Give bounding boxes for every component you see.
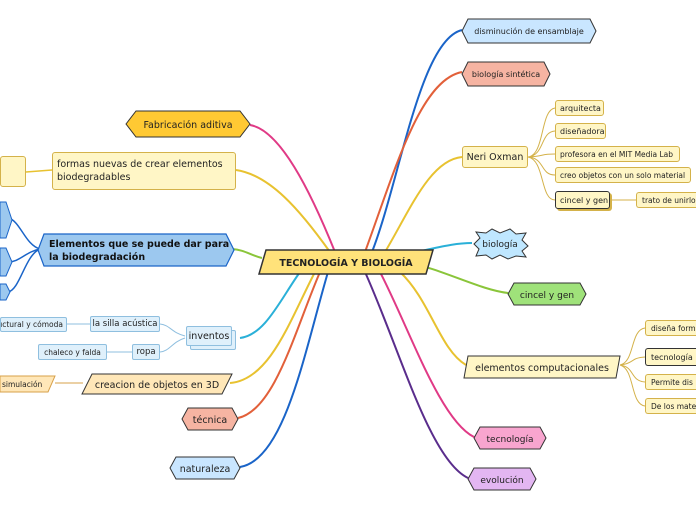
naturaleza-label: naturaleza [180, 464, 231, 475]
link-naturaleza [239, 271, 329, 468]
center-topic[interactable]: TECNOLOGÍA Y BIOLOGÍA [258, 249, 434, 275]
elementos-computacionales-node[interactable]: elementos computacionales [462, 354, 622, 380]
link-elementos [231, 248, 263, 259]
simulacion-label: simulación [2, 380, 43, 389]
biologia-node[interactable]: biología [470, 228, 530, 260]
creacion-objetos-node[interactable]: creacion de objetos en 3D [80, 372, 234, 396]
elementos-biodegradacion-node[interactable]: Elementos que se puede dar para la biode… [36, 232, 236, 268]
ropa-label: ropa [136, 347, 156, 357]
cincel-gen-node[interactable]: cincel y gen [506, 281, 588, 307]
link-ropa [159, 337, 186, 353]
comp-child-3[interactable]: De los mate [645, 398, 696, 414]
link-neri [384, 156, 463, 253]
elementos-children-nodes[interactable] [0, 200, 16, 302]
cincel-child-label: trato de unirlo [642, 195, 696, 205]
fabricacion-aditiva-label: Fabricación aditiva [143, 120, 232, 131]
silla-acustica-node[interactable]: la silla acústica [90, 316, 160, 332]
elementos-line2: la biodegradación [49, 252, 145, 263]
link-evolucion [364, 271, 469, 479]
link-tecnica [237, 271, 321, 419]
creacion-objetos-label: creacion de objetos en 3D [95, 380, 219, 391]
silla-acustica-label: la silla acústica [92, 319, 158, 329]
link-fabricacion [249, 124, 336, 253]
neri-child-4[interactable]: cincel y gen [555, 191, 610, 209]
neri-oxman-node[interactable]: Neri Oxman [462, 146, 528, 168]
neri-child-0[interactable]: arquitecta [555, 100, 604, 116]
link-disminucion [371, 29, 463, 253]
silla-child-label: uctural y cómoda [0, 320, 63, 329]
comp-child-2-label: Permite dis [651, 377, 693, 387]
fabricacion-aditiva-node[interactable]: Fabricación aditiva [122, 108, 254, 140]
evolucion-node[interactable]: evolución [466, 466, 538, 492]
neri-child-0-label: arquitecta [560, 103, 601, 113]
ropa-child-label: chaleco y falda [44, 347, 101, 357]
tecnologia-node[interactable]: tecnología [472, 425, 548, 451]
naturaleza-node[interactable]: naturaleza [168, 455, 242, 481]
tecnica-label: técnica [193, 415, 228, 426]
formas-nuevas-line2: biodegradables [57, 172, 131, 183]
biologia-sintetica-label: biología sintética [472, 69, 540, 79]
comp-child-0[interactable]: diseña form [645, 320, 696, 336]
biologia-sintetica-node[interactable]: biología sintética [460, 60, 552, 88]
disminucion-node[interactable]: disminución de ensamblaje [460, 17, 598, 45]
comp-child-1-label: tecnología [651, 352, 693, 362]
disminucion-label: disminución de ensamblaje [474, 26, 584, 36]
cincel-child-node[interactable]: trato de unirlo [636, 192, 696, 208]
link-tecnologia [379, 271, 475, 438]
tecnologia-label: tecnología [487, 435, 534, 445]
neri-child-1[interactable]: diseñadora [555, 123, 606, 139]
neri-child-3[interactable]: creo objetos con un solo material [555, 167, 691, 183]
link-neri-children [527, 107, 556, 201]
elementos-computacionales-label: elementos computacionales [475, 363, 609, 374]
neri-child-2[interactable]: profesora en el MIT Media Lab [555, 146, 680, 162]
neri-child-2-label: profesora en el MIT Media Lab [560, 149, 674, 159]
simulacion-node[interactable]: simulación [0, 375, 56, 393]
elementos-line1: Elementos que se puede dar para [49, 239, 229, 250]
evolucion-label: evolución [480, 475, 523, 486]
ropa-child-node[interactable]: chaleco y falda [38, 344, 107, 360]
comp-child-2[interactable]: Permite dis [645, 374, 696, 390]
link-silla [159, 323, 186, 337]
center-topic-label: TECNOLOGÍA Y BIOLOGÍA [279, 257, 413, 269]
link-formas [235, 169, 331, 253]
comp-child-0-label: diseña form [651, 323, 696, 333]
link-comp-children [619, 327, 646, 407]
link-elementos-comp [399, 271, 467, 366]
inventos-label: inventos [188, 330, 230, 342]
neri-oxman-label: Neri Oxman [466, 151, 524, 163]
formas-nuevas-line1: formas nuevas de crear elementos [57, 159, 223, 170]
comp-child-3-label: De los mate [651, 401, 696, 411]
neri-child-4-label: cincel y gen [560, 195, 609, 205]
comp-child-1[interactable]: tecnología [645, 348, 696, 366]
neri-child-3-label: creo objetos con un solo material [560, 170, 686, 180]
link-biologia-sintetica [364, 71, 463, 253]
tecnica-node[interactable]: técnica [180, 406, 240, 432]
link-inventos [239, 271, 301, 339]
ropa-node[interactable]: ropa [132, 344, 160, 360]
cincel-gen-label: cincel y gen [520, 291, 574, 301]
link-formas-child [25, 169, 53, 173]
biologia-label: biología [482, 240, 517, 250]
formas-child-node[interactable] [0, 156, 26, 187]
link-creacion [229, 271, 316, 384]
formas-nuevas-node[interactable]: formas nuevas de crear elementos biodegr… [52, 152, 236, 190]
silla-child-node[interactable]: uctural y cómoda [0, 317, 67, 332]
inventos-node[interactable]: inventos [186, 326, 232, 346]
neri-child-1-label: diseñadora [560, 126, 605, 136]
